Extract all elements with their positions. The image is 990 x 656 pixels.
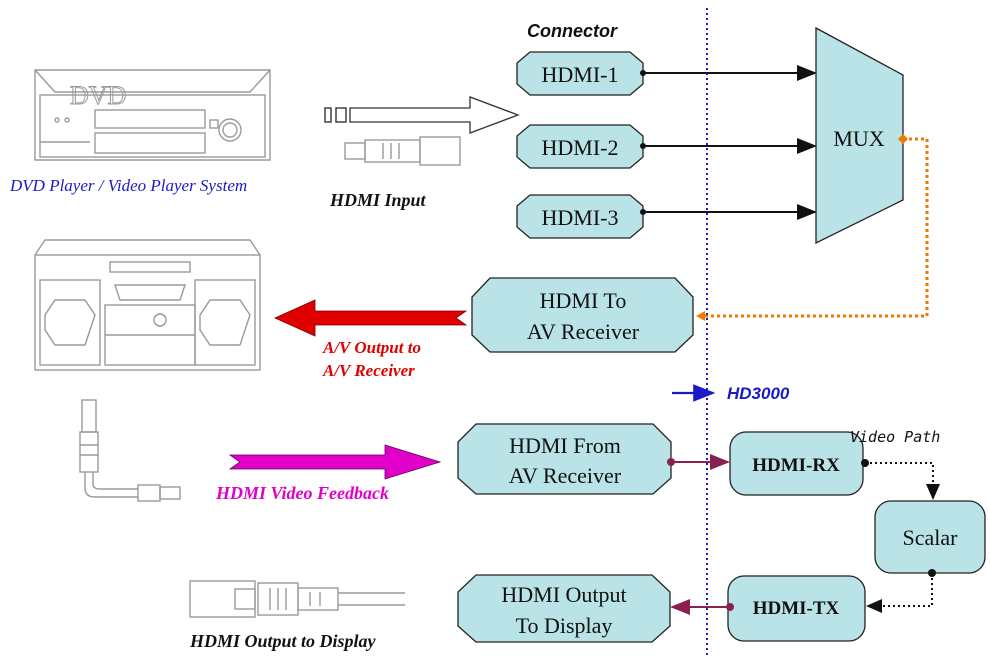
hdmi-output-line1: HDMI Output <box>501 582 626 607</box>
hdmi-1-label: HDMI-1 <box>542 62 619 87</box>
hdmi-2-label: HDMI-2 <box>542 135 619 160</box>
hdmi-input-caption: HDMI Input <box>329 190 427 210</box>
hdmi-output-display-caption: HDMI Output to Display <box>189 631 377 651</box>
hdmi-output-line2: To Display <box>516 613 613 638</box>
dvd-player-illustration <box>34 69 271 161</box>
hdmi-to-av-line2: AV Receiver <box>527 319 640 344</box>
video-path-label: Video Path <box>850 428 940 446</box>
hdmi-output-plug-illustration <box>189 580 405 618</box>
av-receiver-illustration <box>34 239 261 371</box>
hdmi-cable-illustration <box>79 399 181 502</box>
scalar-to-tx-path <box>866 573 933 613</box>
hdmi-feedback-arrow <box>228 444 442 480</box>
hdmi-input-arrow <box>324 96 520 166</box>
mux-label: MUX <box>833 126 884 151</box>
hdmi-output-to-display-box: HDMI Output To Display <box>457 574 671 643</box>
hdmi-from-av-line1: HDMI From <box>509 433 621 458</box>
scalar-block: Scalar <box>874 500 986 574</box>
hdmi-to-av-line1: HDMI To <box>540 288 627 313</box>
hdmi-feedback-caption: HDMI Video Feedback <box>215 483 389 503</box>
hdmi-from-av-line2: AV Receiver <box>509 463 622 488</box>
scalar-label: Scalar <box>903 525 959 550</box>
av-output-caption-line1: A/V Output to <box>322 338 421 357</box>
hdmi-rx-label: HDMI-RX <box>752 455 840 476</box>
hd3000-label: HD3000 <box>727 384 790 403</box>
av-output-arrow <box>274 299 468 337</box>
hdmi-rx-block: HDMI-RX <box>729 431 864 496</box>
mux-input-lines <box>640 65 817 220</box>
hdmi-from-av-receiver-box: HDMI From AV Receiver <box>457 423 672 495</box>
rx-to-scalar-path <box>865 462 940 500</box>
av-output-caption-line2: A/V Receiver <box>322 361 415 380</box>
hdmi-to-av-receiver-box: HDMI To AV Receiver <box>471 277 694 353</box>
connector-title: Connector <box>527 21 618 41</box>
hdmi-3-connector: HDMI-3 <box>516 194 644 239</box>
dvd-caption: DVD Player / Video Player System <box>9 176 247 195</box>
hdmi-1-connector: HDMI-1 <box>516 51 644 96</box>
hdmi-2-connector: HDMI-2 <box>516 124 644 169</box>
hdmi-tx-block: HDMI-TX <box>727 575 866 642</box>
dvd-logo: DVD <box>70 81 126 110</box>
mux-block: MUX <box>815 26 904 245</box>
mux-to-av-link <box>696 134 929 321</box>
hdmi-3-label: HDMI-3 <box>542 205 619 230</box>
hdmi-tx-label: HDMI-TX <box>753 598 840 619</box>
